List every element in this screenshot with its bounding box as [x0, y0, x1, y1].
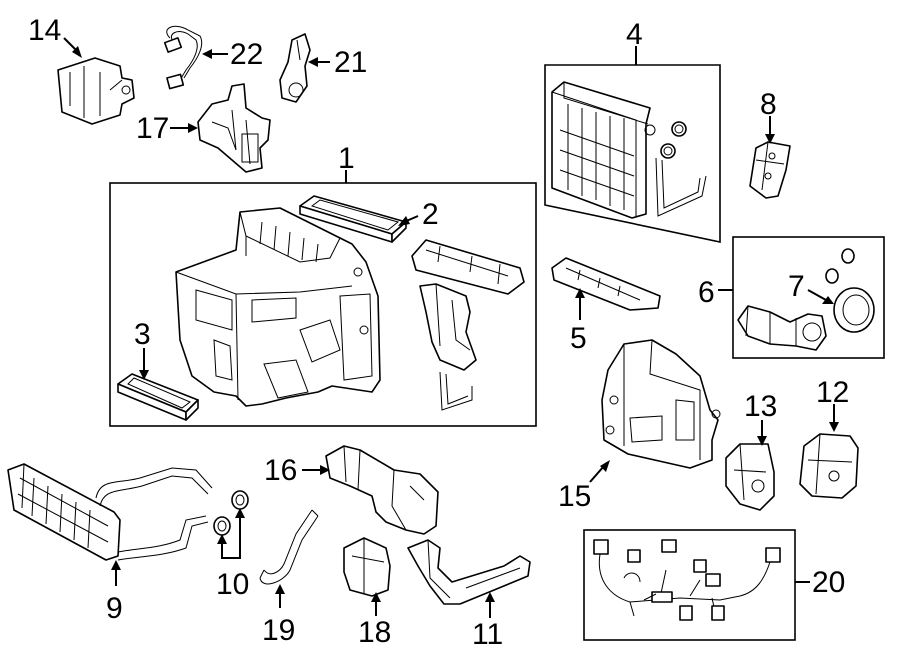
part-22-sub-harness — [163, 25, 203, 90]
part-12-actuator — [799, 433, 859, 499]
callout-22: 22 — [230, 38, 263, 71]
callout-14: 14 — [28, 14, 61, 47]
wire-harness-group-frame — [583, 529, 796, 641]
part-6-expansion-valve — [737, 305, 827, 351]
part-21-sensor — [279, 33, 311, 103]
callout-20: 20 — [812, 566, 845, 599]
part-13-blower-motor-resistor — [725, 443, 775, 511]
evaporator-group-frame — [544, 64, 721, 243]
part-20-wire-harness — [593, 539, 781, 621]
part-2-filter-cover — [299, 195, 407, 243]
part-5-rail — [551, 257, 661, 311]
callout-17: 17 — [136, 112, 169, 145]
part-1-heater-unit — [175, 207, 381, 407]
callout-2: 2 — [422, 198, 439, 231]
heater-unit-group-frame — [109, 182, 537, 427]
callout-18: 18 — [358, 616, 391, 649]
callout-21: 21 — [334, 46, 367, 79]
part-4-evaporator — [551, 81, 707, 219]
part-8-sensor — [749, 141, 791, 199]
part-17-bracket — [197, 83, 271, 173]
callout-16: 16 — [264, 454, 297, 487]
part-3-air-filter — [117, 373, 199, 421]
callout-12: 12 — [816, 376, 849, 409]
callout-labels: 14 22 21 17 1 2 3 4 8 5 6 7 15 13 12 16 … — [28, 14, 849, 651]
callout-3: 3 — [134, 318, 151, 351]
callout-15: 15 — [558, 480, 591, 513]
part-18-block — [343, 537, 391, 597]
callout-1: 1 — [338, 142, 355, 175]
callout-11: 11 — [472, 618, 503, 651]
callout-7: 7 — [788, 270, 805, 303]
callout-8: 8 — [760, 88, 777, 121]
expansion-valve-group-frame — [732, 236, 885, 359]
part-11-bracket — [407, 539, 531, 605]
callout-19: 19 — [262, 614, 295, 647]
leader-lines — [63, 37, 839, 618]
part-1-mode-door — [411, 239, 525, 295]
part-1-drain-pipe — [439, 371, 473, 411]
part-9-heater-core — [7, 463, 213, 561]
part-19-hose — [259, 509, 319, 585]
part-7-o-ring — [825, 248, 875, 333]
part-1-door-housing — [419, 283, 477, 371]
part-14-actuator — [57, 57, 135, 125]
callout-4: 4 — [626, 18, 643, 51]
callout-5: 5 — [570, 322, 587, 355]
part-10-o-ring — [213, 490, 249, 536]
part-15-blower-housing — [601, 339, 721, 469]
callout-10: 10 — [216, 568, 249, 601]
part-16-duct — [325, 445, 439, 535]
callout-13: 13 — [744, 390, 777, 423]
callout-6: 6 — [698, 276, 715, 309]
callout-9: 9 — [106, 592, 123, 625]
